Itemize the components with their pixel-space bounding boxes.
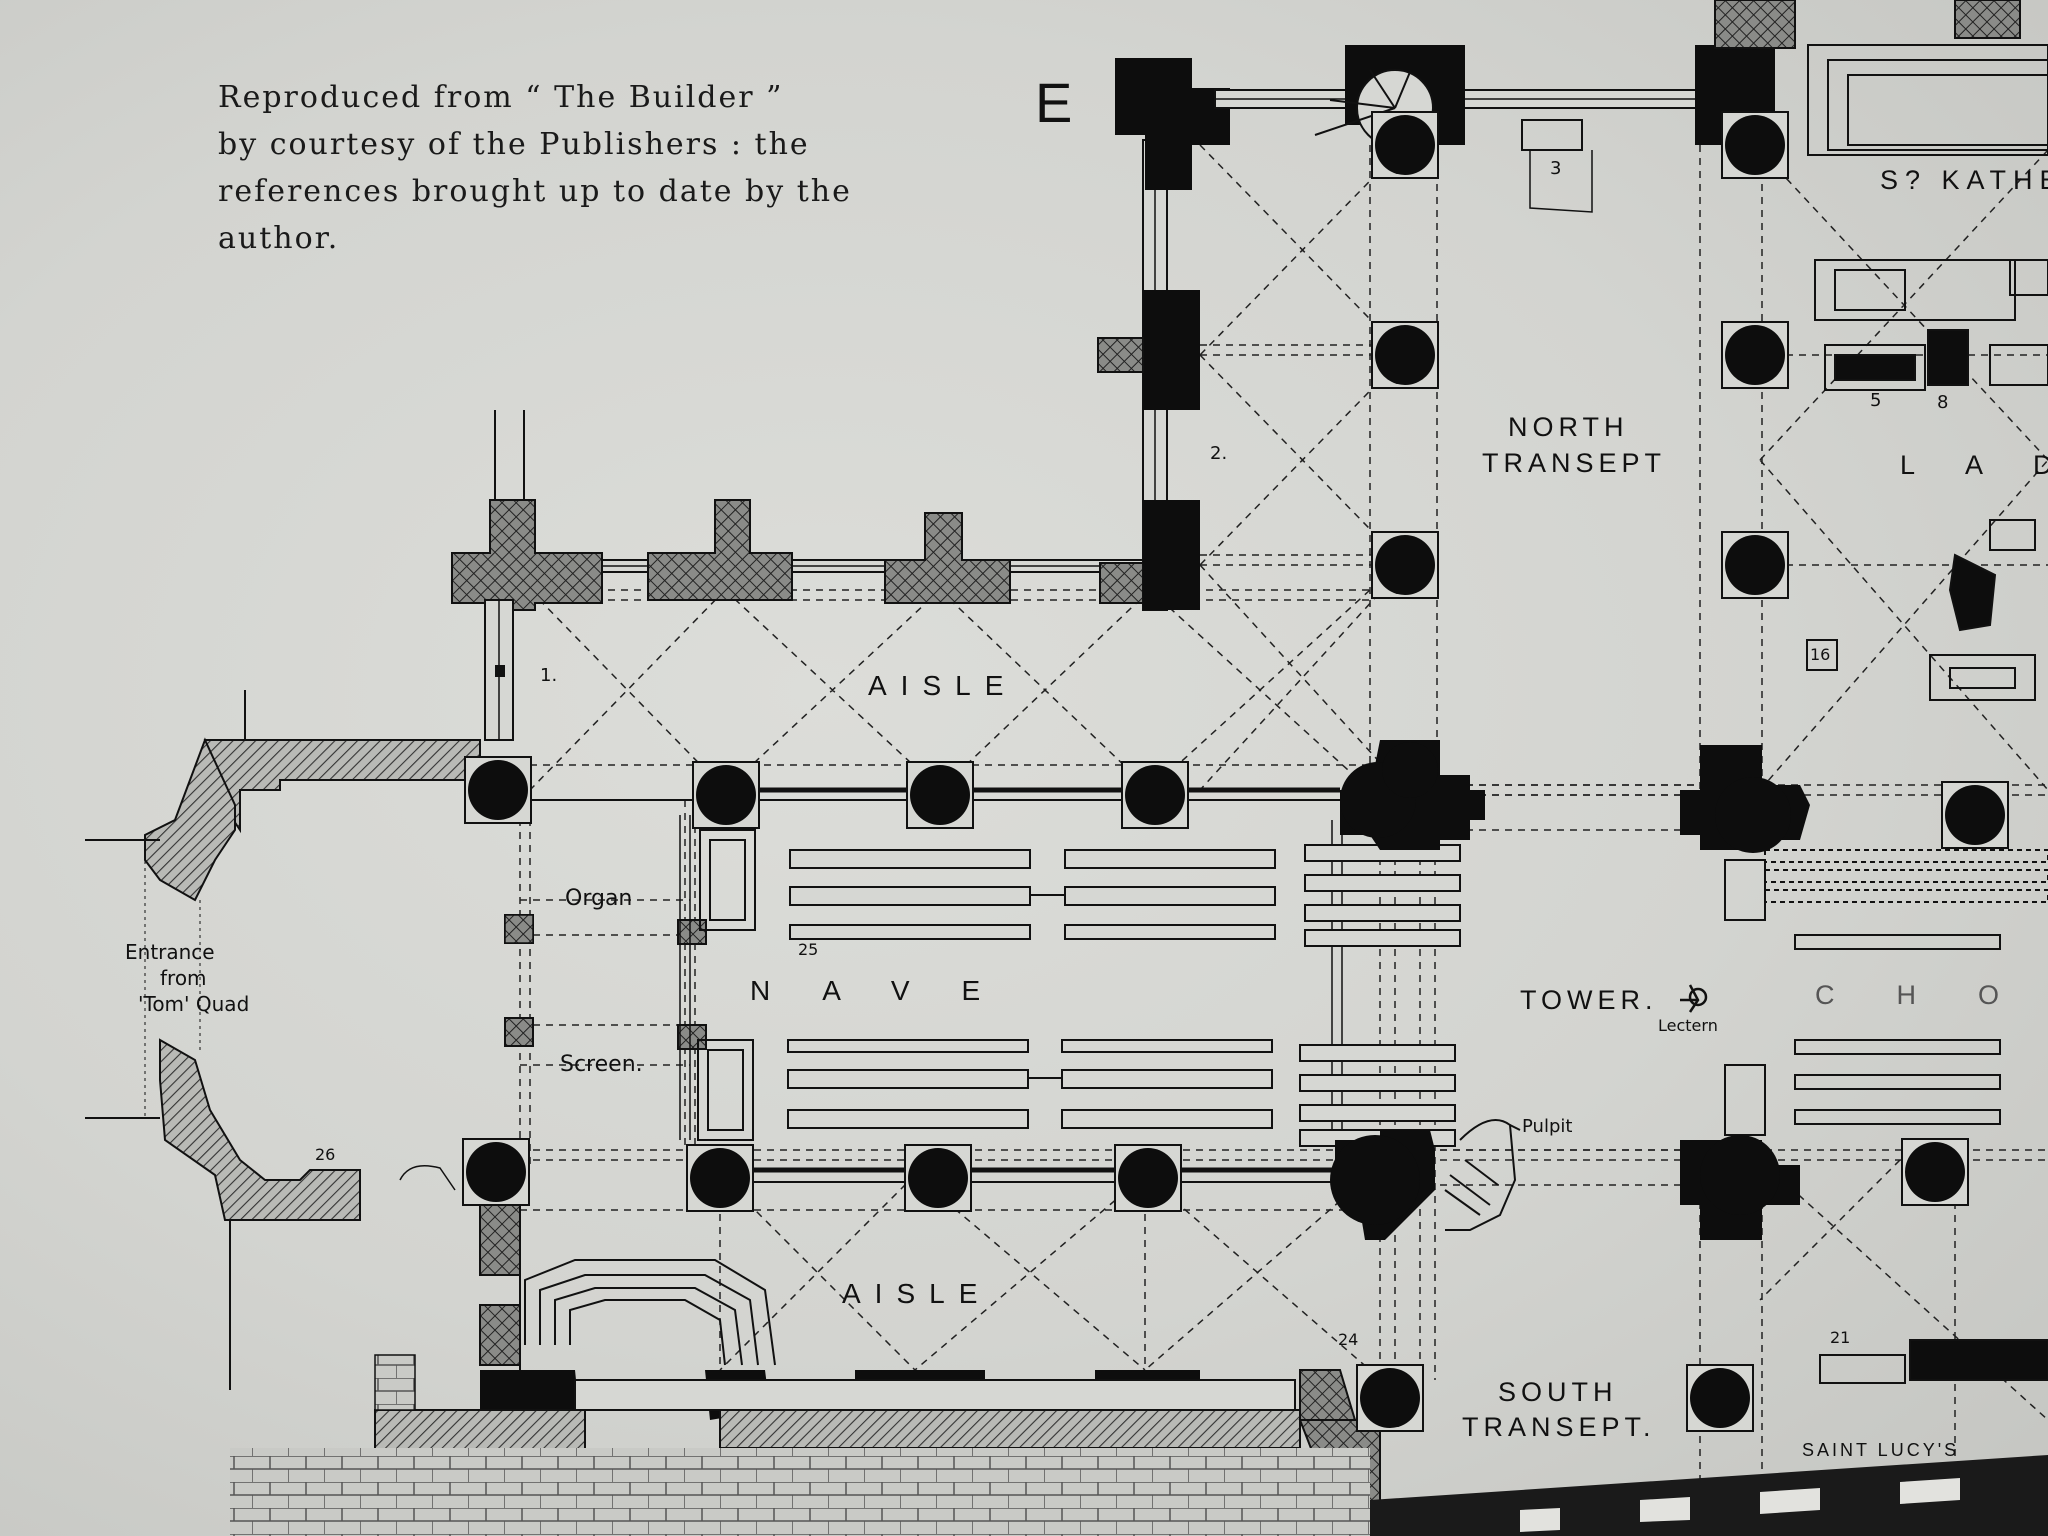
east-chapel-fittings bbox=[1806, 44, 2048, 701]
reference-number: 25 bbox=[798, 940, 819, 959]
screen-posts bbox=[504, 914, 534, 944]
vault-lines-north-transept bbox=[1199, 144, 1763, 791]
st-katherine-label: S? KATHE bbox=[1880, 165, 2048, 195]
entrance-label: 'Tom' Quad bbox=[138, 992, 250, 1016]
organ-label: Organ bbox=[565, 886, 633, 911]
reference-number: 8 bbox=[1937, 392, 1949, 413]
caption-line: references brought up to date by the bbox=[218, 174, 852, 209]
pier-column bbox=[1360, 1368, 1420, 1428]
cloister-paving bbox=[230, 1448, 1370, 1536]
entrance-label: from bbox=[160, 966, 207, 990]
lady-chapel-label: LAD bbox=[1900, 450, 2048, 480]
pier-column bbox=[468, 760, 528, 820]
pier-column bbox=[1945, 785, 2005, 845]
reference-number: 26 bbox=[315, 1145, 336, 1164]
pier-group bbox=[462, 111, 2009, 1432]
organ-screen bbox=[679, 815, 1343, 1141]
saint-lucys-label: SAINT LUCY'S bbox=[1802, 1440, 1960, 1460]
pier-column bbox=[910, 765, 970, 825]
compass-east-label: E bbox=[1035, 71, 1073, 134]
reference-number: 16 bbox=[1810, 645, 1831, 664]
reference-number: 21 bbox=[1830, 1328, 1851, 1347]
south-aisle-label: AISLE bbox=[842, 1278, 992, 1309]
north-transept-label: TRANSEPT bbox=[1482, 448, 1667, 478]
book-edge bbox=[1370, 1455, 2048, 1536]
pier-column bbox=[690, 1148, 750, 1208]
nave-south-arcade bbox=[700, 1167, 1340, 1183]
reference-number: 24 bbox=[1338, 1330, 1359, 1349]
pier-column bbox=[1725, 535, 1785, 595]
crossing-piers bbox=[1330, 740, 1810, 1240]
south-transept-label: SOUTH bbox=[1498, 1377, 1618, 1407]
lectern-symbol bbox=[1680, 984, 1708, 1013]
reproduction-caption: Reproduced from “ The Builder ” by court… bbox=[218, 74, 898, 262]
entrance-label: Entrance bbox=[125, 940, 215, 964]
pulpit-leader bbox=[1509, 1124, 1521, 1131]
pier-column bbox=[1375, 535, 1435, 595]
choir-stalls bbox=[1724, 849, 2048, 1384]
pier-column bbox=[1905, 1142, 1965, 1202]
pier-column bbox=[1690, 1368, 1750, 1428]
nave-label: NAVE bbox=[750, 975, 1033, 1006]
caption-line: by courtesy of the Publishers : the bbox=[218, 127, 810, 162]
pier-column bbox=[1118, 1148, 1178, 1208]
north-transept-west-wall bbox=[1097, 58, 1230, 611]
pulpit-stair bbox=[1444, 1119, 1517, 1231]
pier-column bbox=[1725, 115, 1785, 175]
reference-number: 1. bbox=[540, 665, 558, 686]
tower-label: TOWER. bbox=[1520, 985, 1658, 1015]
pier-column bbox=[908, 1148, 968, 1208]
north-transept-label: NORTH bbox=[1508, 412, 1629, 442]
south-transept-label: TRANSEPT. bbox=[1462, 1412, 1656, 1442]
pulpit-label: Pulpit bbox=[1522, 1116, 1573, 1137]
pier-column bbox=[466, 1142, 526, 1202]
nave-pews bbox=[787, 844, 1461, 1147]
pier-column bbox=[1125, 765, 1185, 825]
pier-column bbox=[1725, 325, 1785, 385]
pier-column bbox=[696, 765, 756, 825]
pier-column bbox=[1375, 115, 1435, 175]
reference-number: 2. bbox=[1210, 443, 1228, 464]
north-aisle-wall bbox=[451, 410, 1151, 611]
caption-line: Reproduced from “ The Builder ” bbox=[218, 80, 784, 115]
choir-label: CHO bbox=[1815, 980, 2048, 1010]
lectern-label: Lectern bbox=[1658, 1016, 1718, 1035]
reference-number: 5 bbox=[1870, 390, 1882, 411]
reference-number: 3 bbox=[1550, 158, 1562, 179]
pier-column bbox=[1375, 325, 1435, 385]
north-aisle-label: AISLE bbox=[868, 670, 1018, 701]
caption-line: author. bbox=[218, 221, 340, 256]
screen-label: Screen. bbox=[560, 1052, 643, 1077]
